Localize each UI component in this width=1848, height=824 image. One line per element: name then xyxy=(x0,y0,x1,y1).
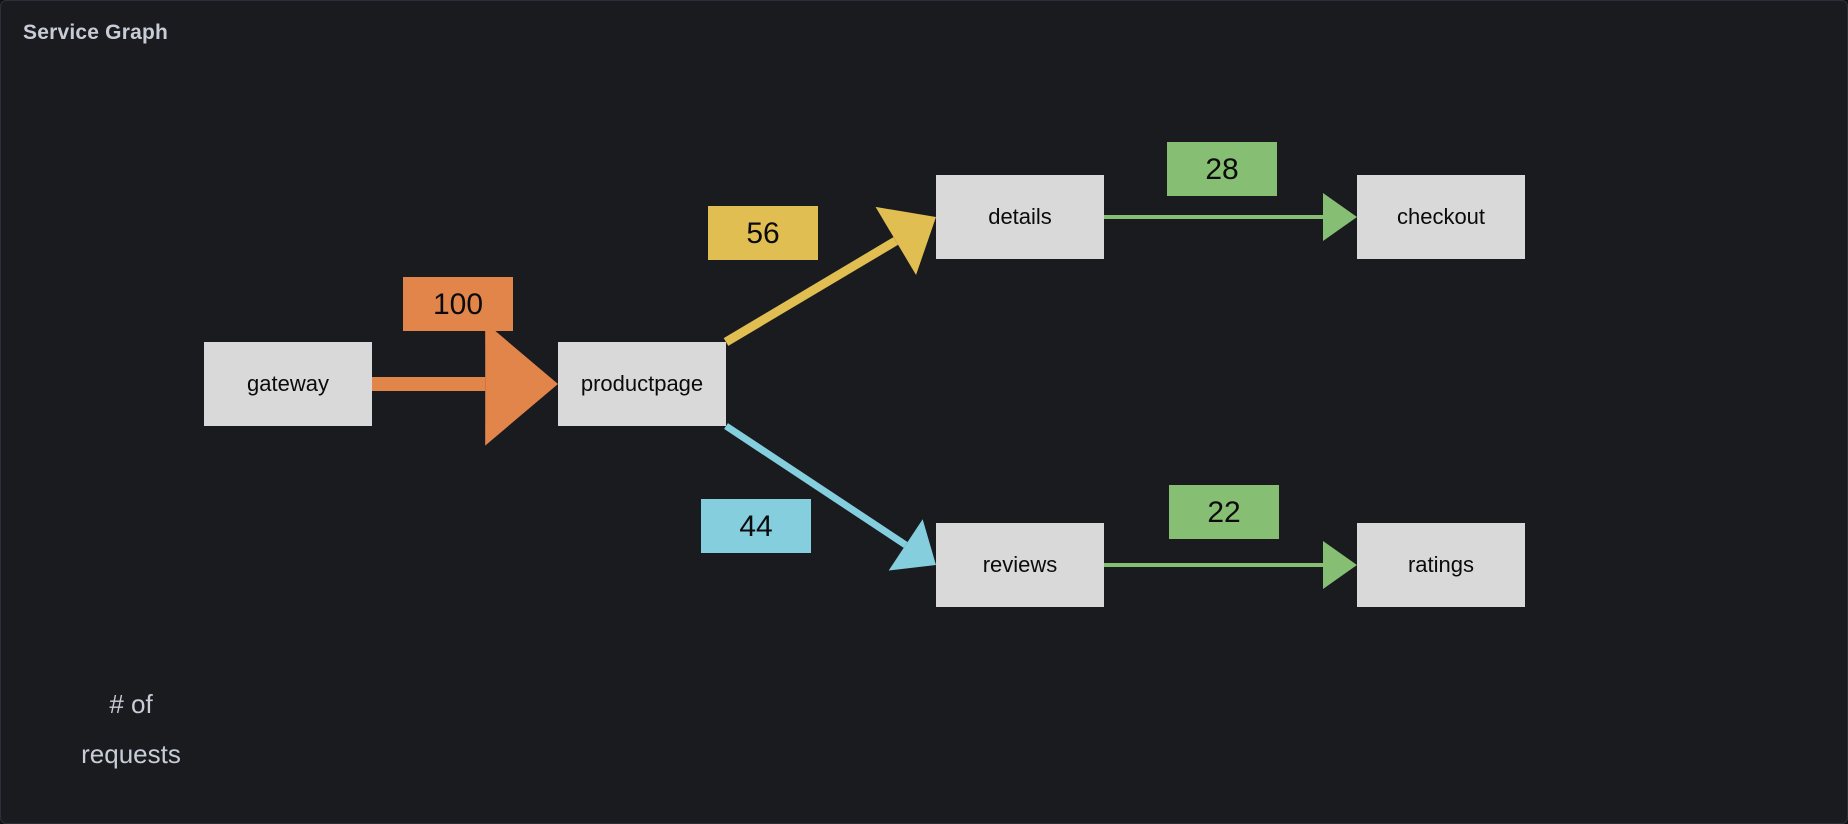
edges-layer xyxy=(372,193,1357,589)
service-node-reviews[interactable]: reviews xyxy=(936,523,1104,607)
service-edge-productpage-reviews[interactable] xyxy=(724,423,936,571)
edge-value-text: 22 xyxy=(1207,496,1240,529)
edge-value-label-productpage-reviews[interactable]: 44 xyxy=(701,499,811,553)
service-node-box xyxy=(1357,523,1525,607)
caption-line-2: requests xyxy=(81,739,181,769)
service-edge-line xyxy=(724,423,908,548)
edge-value-label-productpage-details[interactable]: 56 xyxy=(708,206,818,260)
edge-value-label-details-checkout[interactable]: 28 xyxy=(1167,142,1277,196)
edge-value-text: 100 xyxy=(433,288,483,321)
caption-line-1: # of xyxy=(109,689,153,719)
edge-value-chip xyxy=(1169,485,1279,539)
service-node-label: gateway xyxy=(247,371,329,396)
service-node-label: reviews xyxy=(983,552,1058,577)
service-node-box xyxy=(1357,175,1525,259)
service-edge-arrowhead-icon xyxy=(875,206,936,275)
service-node-label: productpage xyxy=(581,371,703,396)
edge-value-text: 44 xyxy=(739,510,772,543)
service-node-label: ratings xyxy=(1408,552,1474,577)
service-edge-gateway-productpage[interactable] xyxy=(372,322,558,446)
service-node-box xyxy=(936,175,1104,259)
service-node-box xyxy=(936,523,1104,607)
service-edge-details-checkout[interactable] xyxy=(1104,193,1357,241)
page-title: Service Graph xyxy=(23,21,169,44)
service-node-box xyxy=(558,342,726,426)
caption-layer: # of requests xyxy=(81,689,181,769)
service-node-label: checkout xyxy=(1397,204,1485,229)
edge-value-chip xyxy=(1167,142,1277,196)
service-edge-reviews-ratings[interactable] xyxy=(1104,541,1357,589)
edge-value-chip xyxy=(708,206,818,260)
service-edge-arrowhead-icon xyxy=(485,322,558,446)
service-edge-arrowhead-icon xyxy=(1323,541,1357,589)
edge-value-text: 56 xyxy=(746,217,779,250)
service-node-gateway[interactable]: gateway xyxy=(204,342,372,426)
edge-value-chip xyxy=(701,499,811,553)
service-edge-line xyxy=(723,237,899,346)
edge-value-label-reviews-ratings[interactable]: 22 xyxy=(1169,485,1279,539)
service-edge-arrowhead-icon xyxy=(1323,193,1357,241)
service-node-box xyxy=(204,342,372,426)
service-edge-arrowhead-icon xyxy=(888,519,936,571)
edge-value-text: 28 xyxy=(1205,153,1238,186)
nodes-layer: gateway productpage details reviews checkout… xyxy=(204,175,1525,607)
edge-value-label-gateway-productpage[interactable]: 100 xyxy=(403,277,513,331)
service-node-ratings[interactable]: ratings xyxy=(1357,523,1525,607)
service-edge-productpage-details[interactable] xyxy=(723,206,936,346)
service-node-checkout[interactable]: checkout xyxy=(1357,175,1525,259)
edge-value-chip xyxy=(403,277,513,331)
edge-labels-layer: 100 56 44 28 22 xyxy=(403,142,1279,553)
service-node-label: details xyxy=(988,204,1052,229)
service-node-productpage[interactable]: productpage xyxy=(558,342,726,426)
service-node-details[interactable]: details xyxy=(936,175,1104,259)
